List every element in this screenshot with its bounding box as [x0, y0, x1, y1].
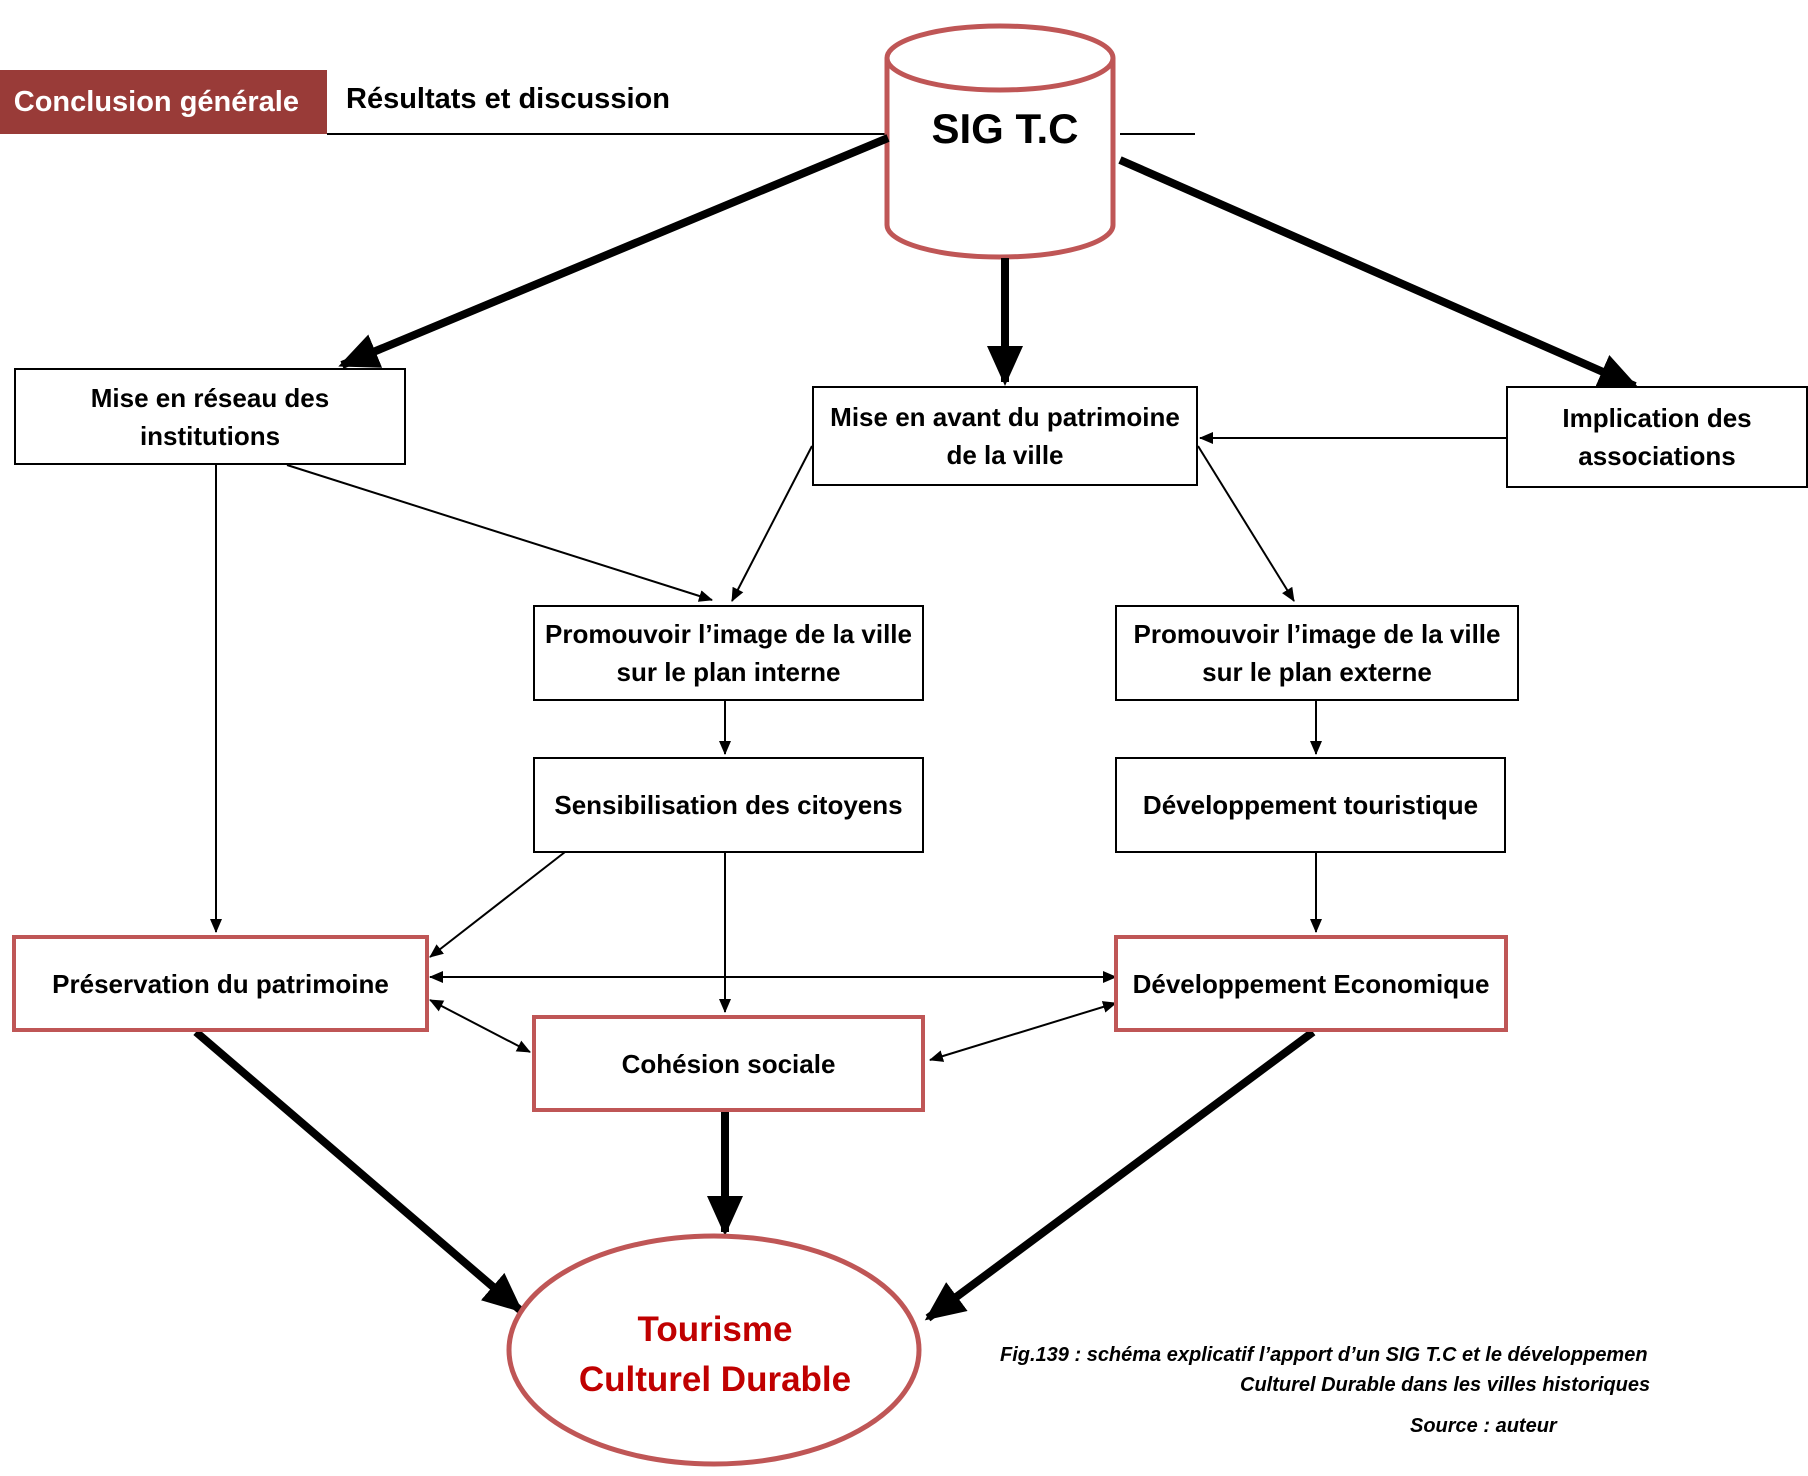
- arrow-patrimoine-image-externe: [1197, 445, 1295, 602]
- node-cohesion: Cohésion sociale: [532, 1015, 925, 1112]
- node-reseau: Mise en réseau des institutions: [14, 368, 406, 465]
- section-title: Résultats et discussion: [346, 83, 670, 115]
- node-patrimoine: Mise en avant du patrimoine de la ville: [812, 386, 1198, 486]
- arrow-preservation-goal: [193, 1028, 524, 1314]
- node-sensibilisation: Sensibilisation des citoyens: [533, 757, 924, 853]
- goal-line-2: Culturel Durable: [578, 1360, 852, 1399]
- arrow-dev-economique-goal: [924, 1028, 1316, 1322]
- chapter-tag: Conclusion générale: [0, 70, 327, 134]
- arrow-reseau-image-interne: [286, 464, 713, 602]
- arrow-sig-associations: [1118, 156, 1639, 390]
- arrow-preservation-cohesion: [429, 999, 531, 1053]
- figure-caption: Fig.139 : schéma explicatif l’apport d’u…: [1000, 1340, 1808, 1400]
- caption-line-2: Culturel Durable dans les villes histori…: [1240, 1374, 1651, 1396]
- node-image-externe: Promouvoir l’image de la ville sur le pl…: [1115, 605, 1519, 701]
- node-preservation: Préservation du patrimoine: [12, 935, 429, 1032]
- arrow-sensibilisation-preservation: [429, 851, 566, 958]
- arrow-patrimoine-image-interne: [731, 445, 813, 602]
- node-dev-economique: Développement Economique: [1114, 935, 1508, 1032]
- goal-label: Tourisme Culturel Durable: [520, 1305, 910, 1405]
- root-node-label: SIG T.C: [931, 105, 1079, 152]
- node-dev-touristique: Développement touristique: [1115, 757, 1506, 853]
- node-associations: Implication des associations: [1506, 386, 1808, 488]
- source-note: Source : auteur: [1410, 1415, 1557, 1437]
- arrow-sig-reseau: [338, 134, 890, 369]
- arrow-cohesion-dev-economique: [929, 1001, 1117, 1062]
- goal-ellipse: [506, 1233, 922, 1467]
- goal-line-1: Tourisme: [637, 1310, 793, 1349]
- caption-line-1: Fig.139 : schéma explicatif l’apport d’u…: [1000, 1344, 1648, 1366]
- database-cylinder-icon: [884, 23, 1116, 260]
- node-image-interne: Promouvoir l’image de la ville sur le pl…: [533, 605, 924, 701]
